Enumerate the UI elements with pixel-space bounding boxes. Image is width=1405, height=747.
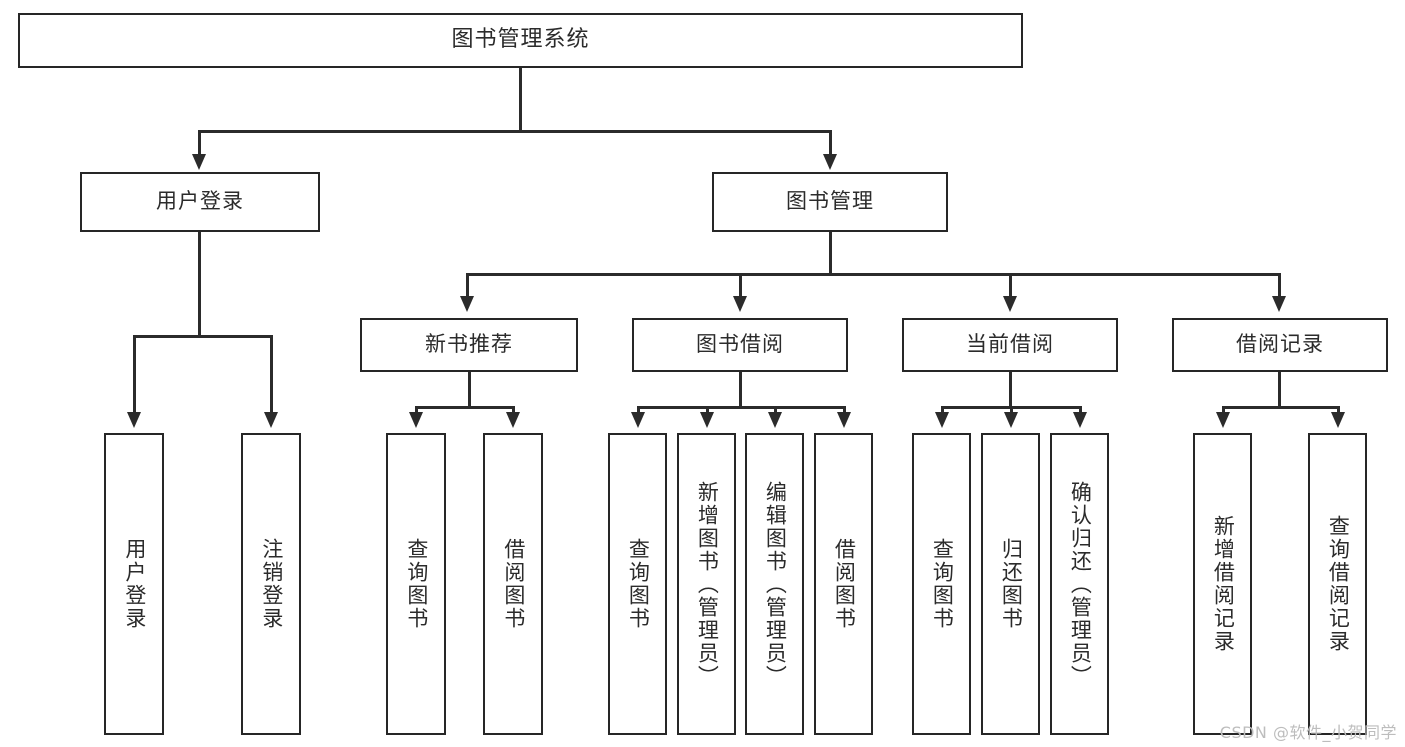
connector-book-borrow-to-leaf4 <box>843 406 846 416</box>
leaf-label: 注销登录 <box>259 538 284 630</box>
arrow-to-new-book <box>460 296 474 312</box>
arrow-to-leaf-edit-book <box>768 412 782 428</box>
arrow-to-leaf-query-book-2 <box>631 412 645 428</box>
connector-user-login-to-leaf2 <box>270 335 273 416</box>
leaf-label: 借阅图书 <box>501 538 526 630</box>
arrow-to-leaf-user-login <box>127 412 141 428</box>
connector-book-mgmt-stem <box>829 232 832 273</box>
connector-borrow-record-to-leaf1 <box>1222 406 1225 416</box>
connector-user-login-stem <box>198 232 201 335</box>
leaf-edit-book-admin[interactable]: 编辑图书（管理员） <box>745 433 804 735</box>
node-label: 用户登录 <box>156 189 244 214</box>
arrow-to-leaf-logout <box>264 412 278 428</box>
connector-user-login-to-leaf1 <box>133 335 136 416</box>
leaf-confirm-return-admin[interactable]: 确认归还（管理员） <box>1050 433 1109 735</box>
connector-new-book-to-leaf1 <box>415 406 418 416</box>
node-label: 当前借阅 <box>966 332 1054 357</box>
arrow-to-leaf-add-record <box>1216 412 1230 428</box>
arrow-to-book-borrow <box>733 296 747 312</box>
leaf-add-book-admin[interactable]: 新增图书（管理员） <box>677 433 736 735</box>
connector-to-book-borrow <box>739 273 742 300</box>
arrow-to-leaf-query-record <box>1331 412 1345 428</box>
leaf-label: 新增图书（管理员） <box>695 480 720 688</box>
connector-book-borrow-to-leaf2 <box>706 406 709 416</box>
node-book-management[interactable]: 图书管理 <box>712 172 948 232</box>
leaf-add-borrow-record[interactable]: 新增借阅记录 <box>1193 433 1252 735</box>
leaf-label: 编辑图书（管理员） <box>763 480 788 688</box>
leaf-query-book-newbook[interactable]: 查询图书 <box>386 433 446 735</box>
arrow-to-book-mgmt <box>823 154 837 170</box>
connector-borrow-record-to-leaf2 <box>1337 406 1340 416</box>
connector-root-to-book-mgmt <box>829 130 832 158</box>
arrow-to-user-login <box>192 154 206 170</box>
node-new-book-recommend[interactable]: 新书推荐 <box>360 318 578 372</box>
arrow-to-leaf-confirm-return <box>1073 412 1087 428</box>
connector-current-borrow-to-leaf3 <box>1079 406 1082 416</box>
arrow-to-leaf-query-book-3 <box>935 412 949 428</box>
node-label: 借阅记录 <box>1236 332 1324 357</box>
leaf-return-book[interactable]: 归还图书 <box>981 433 1040 735</box>
leaf-label: 查询图书 <box>626 538 651 630</box>
connector-to-new-book <box>466 273 469 300</box>
node-root-system[interactable]: 图书管理系统 <box>18 13 1023 68</box>
arrow-to-leaf-query-book-1 <box>409 412 423 428</box>
leaf-label: 用户登录 <box>122 538 147 630</box>
connector-book-borrow-to-leaf1 <box>637 406 640 416</box>
node-label: 图书管理 <box>786 189 874 214</box>
leaf-label: 查询图书 <box>930 538 955 630</box>
connector-current-borrow-to-leaf2 <box>1010 406 1013 416</box>
node-user-login[interactable]: 用户登录 <box>80 172 320 232</box>
node-label: 图书管理系统 <box>451 27 590 53</box>
leaf-query-borrow-record[interactable]: 查询借阅记录 <box>1308 433 1367 735</box>
arrow-to-leaf-return-book <box>1004 412 1018 428</box>
leaf-query-book-borrow[interactable]: 查询图书 <box>608 433 667 735</box>
leaf-borrow-book-borrow[interactable]: 借阅图书 <box>814 433 873 735</box>
leaf-label: 确认归还（管理员） <box>1068 480 1093 688</box>
connector-current-borrow-to-leaf1 <box>941 406 944 416</box>
connector-book-mgmt-bus <box>466 273 1280 276</box>
connector-root-stem <box>519 68 522 130</box>
connector-new-book-stem <box>468 372 471 406</box>
connector-user-login-bus <box>133 335 272 338</box>
leaf-user-login[interactable]: 用户登录 <box>104 433 164 735</box>
connector-root-to-user-login <box>198 130 201 158</box>
leaf-logout[interactable]: 注销登录 <box>241 433 301 735</box>
leaf-label: 查询借阅记录 <box>1326 515 1351 653</box>
node-borrow-record[interactable]: 借阅记录 <box>1172 318 1388 372</box>
connector-book-borrow-stem <box>739 372 742 406</box>
connector-root-bus <box>198 130 831 133</box>
leaf-label: 新增借阅记录 <box>1211 515 1236 653</box>
node-book-borrow[interactable]: 图书借阅 <box>632 318 848 372</box>
leaf-borrow-book-newbook[interactable]: 借阅图书 <box>483 433 543 735</box>
arrow-to-leaf-borrow-book-1 <box>506 412 520 428</box>
connector-new-book-bus <box>415 406 514 409</box>
connector-current-borrow-stem <box>1009 372 1012 406</box>
connector-to-current-borrow <box>1009 273 1012 300</box>
watermark: CSDN @软件_小贺同学 <box>1219 723 1397 742</box>
leaf-query-book-current[interactable]: 查询图书 <box>912 433 971 735</box>
connector-to-borrow-record <box>1278 273 1281 300</box>
leaf-label: 归还图书 <box>999 538 1024 630</box>
arrow-to-leaf-add-book <box>700 412 714 428</box>
node-label: 新书推荐 <box>425 332 513 357</box>
arrow-to-borrow-record <box>1272 296 1286 312</box>
arrow-to-leaf-borrow-book-2 <box>837 412 851 428</box>
connector-new-book-to-leaf2 <box>512 406 515 416</box>
leaf-label: 查询图书 <box>404 538 429 630</box>
arrow-to-current-borrow <box>1003 296 1017 312</box>
leaf-label: 借阅图书 <box>832 538 857 630</box>
node-current-borrow[interactable]: 当前借阅 <box>902 318 1118 372</box>
connector-book-borrow-bus <box>637 406 844 409</box>
connector-borrow-record-stem <box>1278 372 1281 406</box>
connector-book-borrow-to-leaf3 <box>774 406 777 416</box>
connector-borrow-record-bus <box>1222 406 1337 409</box>
node-label: 图书借阅 <box>696 332 784 357</box>
